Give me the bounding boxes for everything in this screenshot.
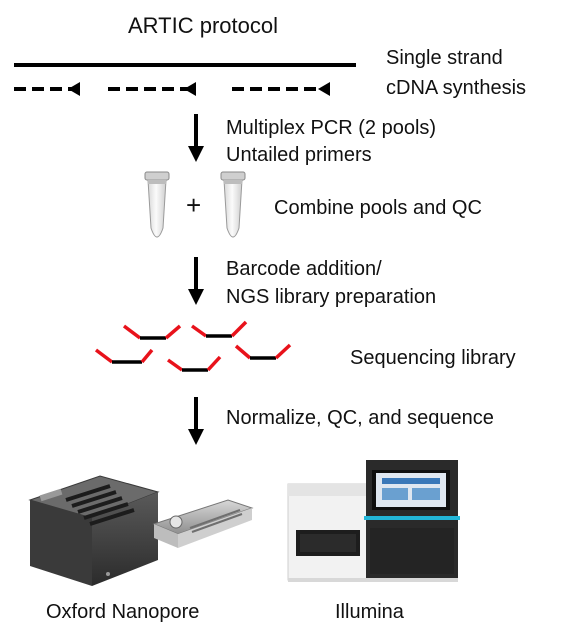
down-arrow-sequence — [188, 397, 204, 445]
minion-device-image — [152, 499, 254, 548]
diagram-title: ARTIC protocol — [128, 13, 278, 38]
library-fragment — [122, 324, 182, 340]
illumina-instrument-image — [287, 460, 460, 582]
library-fragment — [190, 320, 248, 338]
down-arrow-pcr — [188, 114, 204, 162]
library-fragment — [234, 343, 292, 360]
plus-sign: + — [186, 190, 202, 220]
oxford-nanopore-device-image — [28, 475, 160, 586]
cdna-step-label-line1: Single strand — [386, 47, 503, 69]
pcr-tube-icon — [144, 171, 170, 238]
arrowhead-left-icon — [318, 82, 330, 96]
illumina-label: Illumina — [335, 601, 404, 623]
arrowhead-left-icon — [68, 82, 80, 96]
normalize-step-label: Normalize, QC, and sequence — [226, 407, 494, 429]
down-arrow-barcode — [188, 257, 204, 305]
pcr-tube-icon — [220, 171, 246, 238]
cdna-arrowheads — [68, 82, 330, 96]
arrowhead-left-icon — [184, 82, 196, 96]
combine-step-label: Combine pools and QC — [274, 197, 482, 219]
oxford-nanopore-label: Oxford Nanopore — [46, 601, 200, 623]
cdna-step-label-line2: cDNA synthesis — [386, 77, 527, 99]
barcode-step-label-line2: NGS library preparation — [226, 286, 437, 308]
pcr-step-label-line1: Multiplex PCR (2 pools) — [226, 117, 437, 139]
barcode-step-label-line1: Barcode addition/ — [226, 258, 382, 280]
library-fragment — [94, 348, 154, 364]
library-step-label: Sequencing library — [350, 347, 516, 369]
pcr-step-label-line2: Untailed primers — [226, 144, 372, 166]
library-fragment — [166, 355, 222, 372]
